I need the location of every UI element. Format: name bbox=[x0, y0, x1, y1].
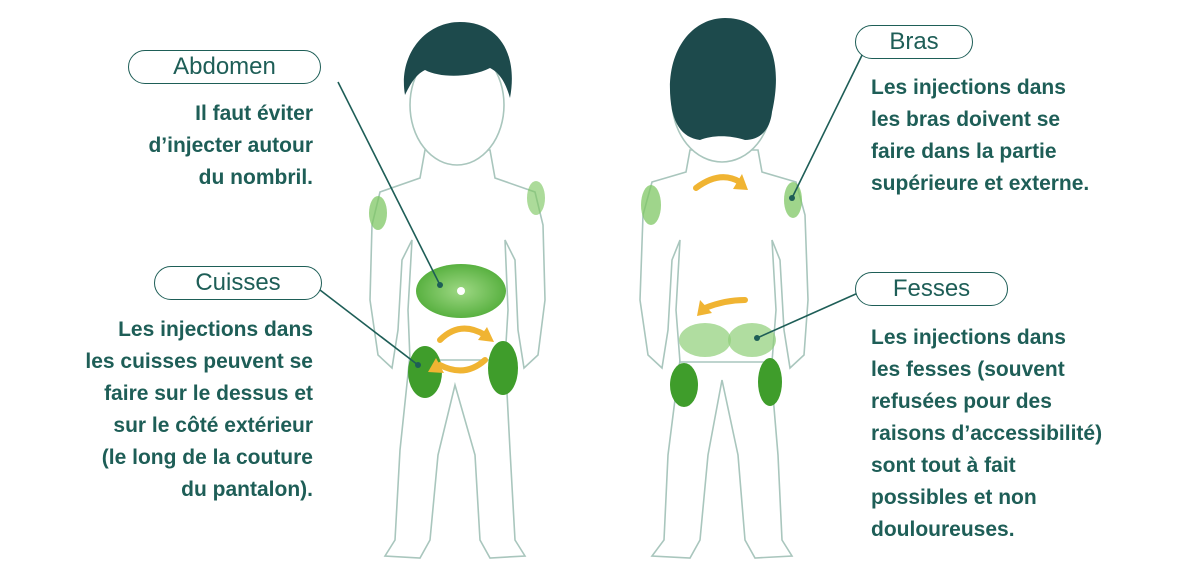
left-arm-zone-back bbox=[641, 185, 661, 225]
cuisses-line: sur le côté extérieur bbox=[85, 410, 313, 442]
left-thigh-zone-back bbox=[670, 363, 698, 407]
bras-description: Les injections dans les bras doivent se … bbox=[871, 72, 1089, 200]
abdomen-description: Il faut éviter d’injecter autour du nomb… bbox=[148, 98, 313, 194]
fesses-line: Les injections dans bbox=[871, 322, 1102, 354]
right-thigh-zone-back bbox=[758, 358, 782, 406]
fesses-line: douloureuses. bbox=[871, 514, 1102, 546]
abdomen-line: du nombril. bbox=[148, 162, 313, 194]
cuisses-line: du pantalon). bbox=[85, 474, 313, 506]
fesses-line: les fesses (souvent bbox=[871, 354, 1102, 386]
abdomen-label: Abdomen bbox=[128, 50, 321, 84]
fesses-line: possibles et non bbox=[871, 482, 1102, 514]
cuisses-description: Les injections dans les cuisses peuvent … bbox=[85, 314, 313, 506]
right-arm-zone-front bbox=[527, 181, 545, 215]
bras-line: Les injections dans bbox=[871, 72, 1089, 104]
leader-dot bbox=[754, 335, 760, 341]
fesses-description: Les injections dans les fesses (souvent … bbox=[871, 322, 1102, 546]
cuisses-label: Cuisses bbox=[154, 266, 322, 300]
bras-line: supérieure et externe. bbox=[871, 168, 1089, 200]
left-arm-zone-front bbox=[369, 196, 387, 230]
bras-line: les bras doivent se bbox=[871, 104, 1089, 136]
fesses-line: refusées pour des bbox=[871, 386, 1102, 418]
fesses-line: sont tout à fait bbox=[871, 450, 1102, 482]
abdomen-line: Il faut éviter bbox=[148, 98, 313, 130]
right-thigh-zone bbox=[488, 341, 518, 395]
leader-dot bbox=[415, 362, 421, 368]
fesses-label: Fesses bbox=[855, 272, 1008, 306]
cuisses-line: faire sur le dessus et bbox=[85, 378, 313, 410]
bras-label: Bras bbox=[855, 25, 973, 59]
left-buttock-zone bbox=[679, 323, 731, 357]
child-back-hair bbox=[670, 18, 776, 140]
leader-dot bbox=[789, 195, 795, 201]
bras-line: faire dans la partie bbox=[871, 136, 1089, 168]
cuisses-line: les cuisses peuvent se bbox=[85, 346, 313, 378]
cuisses-line: (le long de la couture bbox=[85, 442, 313, 474]
navel-mark bbox=[457, 287, 465, 295]
fesses-line: raisons d’accessibilité) bbox=[871, 418, 1102, 450]
cuisses-line: Les injections dans bbox=[85, 314, 313, 346]
leader-dot bbox=[437, 282, 443, 288]
right-buttock-zone bbox=[728, 323, 776, 357]
abdomen-line: d’injecter autour bbox=[148, 130, 313, 162]
